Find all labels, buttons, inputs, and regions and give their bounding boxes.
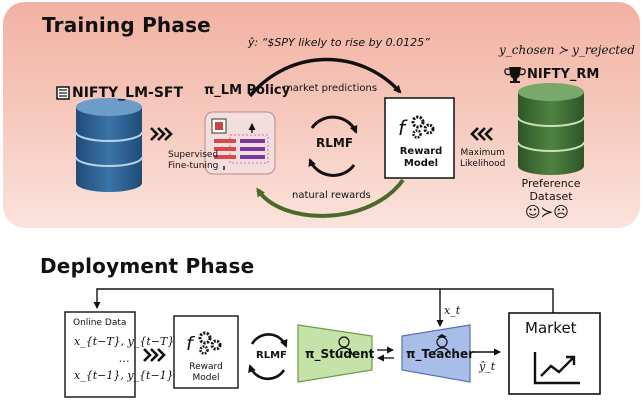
pref-label-line2: Dataset	[529, 190, 573, 203]
teacher-model-shape	[401, 324, 471, 383]
sft-database-icon	[75, 98, 143, 192]
online-data-rows: x_{t−T}, y_{t−T} … x_{t−1}, y_{t−1}	[74, 333, 174, 384]
y-hat-t-label: ŷ_t	[479, 360, 496, 373]
online-chevrons-icon	[143, 348, 166, 362]
policy-label: π_LM Policy	[204, 83, 291, 98]
sft-chevrons-icon	[150, 127, 173, 141]
policy-model-icon	[204, 111, 276, 175]
preference-database-icon	[517, 83, 585, 175]
student-model-shape	[297, 324, 373, 383]
rlmf-cycle-icon	[308, 115, 358, 177]
preference-chevrons-icon	[470, 127, 493, 141]
online-data-row-1: x_{t−T}, y_{t−T}	[74, 335, 175, 348]
preference-formula: y_chosen ≻ y_rejected	[499, 43, 635, 57]
x-t-label: x_t	[444, 304, 461, 317]
sft-label-line1: Supervised	[168, 150, 219, 160]
ml-label-line2: Likelihood	[460, 159, 506, 169]
online-data-row-2: …	[118, 352, 130, 365]
sft-dataset-label: NIFTY_LM-SFT	[72, 85, 184, 101]
student-label: π_Student	[305, 347, 375, 361]
online-data-row-3: x_{t−1}, y_{t−1}	[74, 369, 174, 382]
market-chart-icon	[533, 352, 580, 385]
deploy-reward-label-line2: Model	[192, 373, 220, 383]
newspaper-icon	[56, 86, 70, 100]
deploy-reward-model-label: Reward Model	[180, 362, 232, 384]
online-data-title: Online Data	[73, 318, 127, 328]
reward-model-label-line2: Model	[403, 158, 439, 169]
prediction-text: ŷ: “$SPY likely to rise by 0.0125”	[248, 36, 430, 49]
sft-label: Supervised Fine-tuning	[168, 150, 218, 172]
teacher-label: π_Teacher	[406, 347, 475, 361]
deployment-phase-title: Deployment Phase	[40, 254, 255, 278]
online-data-box	[64, 311, 136, 398]
rlmf-label: RLMF	[316, 136, 354, 150]
market-label: Market	[525, 319, 577, 337]
deploy-reward-label-line1: Reward	[189, 362, 223, 372]
reward-model-label-line1: Reward	[399, 146, 443, 157]
preference-faces-icon: ☺≻☹	[525, 203, 569, 221]
sft-label-line2: Fine-tuning	[168, 161, 219, 171]
deploy-rlmf-cycle-icon	[248, 333, 288, 381]
training-phase-title: Training Phase	[42, 13, 211, 37]
feedback-loop-arrow	[93, 288, 554, 327]
market-predictions-arrow	[248, 57, 402, 98]
reward-model-label: Reward Model	[398, 146, 444, 170]
maximum-likelihood-label: Maximum Likelihood	[460, 148, 505, 170]
deploy-reward-model-box	[173, 315, 239, 389]
deploy-rlmf-label: RLMF	[256, 350, 287, 361]
svg-text:f: f	[398, 116, 408, 140]
natural-rewards-label: natural rewards	[292, 190, 371, 201]
swap-arrows-icon	[377, 346, 394, 362]
ml-label-line1: Maximum	[460, 148, 505, 158]
reward-gears-icon: f	[398, 115, 435, 140]
market-box	[508, 312, 601, 395]
deploy-reward-gears-icon: f	[186, 331, 222, 355]
market-predictions-label: market predictions	[283, 83, 378, 94]
pref-label-line1: Preference	[521, 177, 581, 190]
rm-dataset-label: NIFTY_RM	[527, 67, 600, 82]
natural-rewards-arrow	[256, 178, 405, 218]
trophy-icon	[504, 67, 526, 83]
student-avatar-icon	[335, 336, 353, 356]
preference-dataset-label: Preference Dataset	[520, 177, 582, 203]
teacher-avatar-icon	[433, 334, 451, 356]
svg-text:f: f	[186, 333, 196, 355]
